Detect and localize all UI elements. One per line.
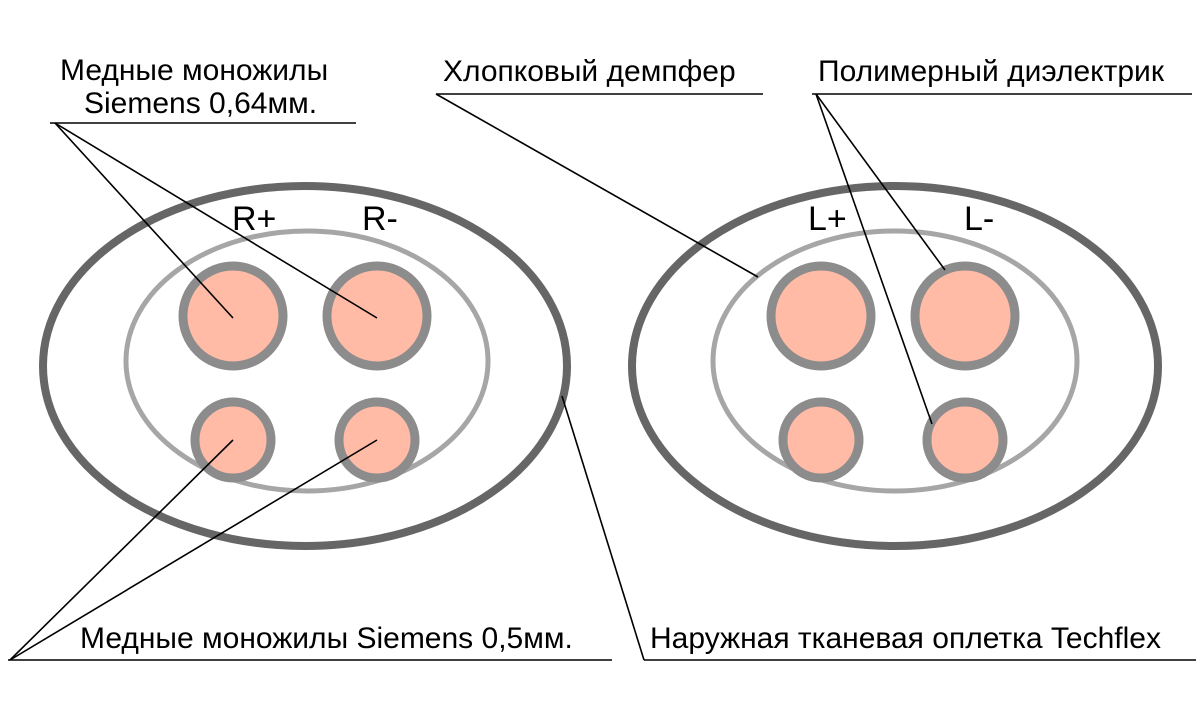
label-polymer-dielectric: Полимерный диэлектрик [818, 55, 1165, 88]
label-cotton-damper: Хлопковый демпфер [443, 55, 736, 88]
leader-line [815, 93, 946, 271]
label-copper-05: Медные моножилы Siemens 0,5мм. [80, 622, 573, 655]
leader-line [815, 93, 933, 425]
cable-left-channel: L+ L- [628, 182, 1162, 550]
callout-cotton-damper: Хлопковый демпфер [435, 55, 763, 278]
polarity-r-minus: R- [362, 200, 398, 238]
wire-l-plus-small [778, 397, 864, 483]
cable-right-channel: R+ R- [39, 182, 571, 550]
callout-outer-braid: Наружная тканевая оплетка Techflex [561, 395, 1196, 661]
leader-line [54, 122, 234, 319]
callout-copper-05: Медные моножилы Siemens 0,5мм. [8, 439, 612, 661]
leader-line [9, 439, 234, 661]
label-copper-064-line2: Siemens 0,64мм. [84, 87, 317, 120]
polarity-l-plus: L+ [808, 200, 847, 238]
cotton-damper-ring [123, 228, 491, 494]
wire-l-plus-large [766, 261, 876, 371]
callout-copper-064: Медные моножилы Siemens 0,64мм. [50, 54, 378, 319]
label-outer-braid: Наружная тканевая оплетка Techflex [650, 622, 1161, 655]
wire-l-minus-small [922, 397, 1008, 483]
leader-line [561, 395, 645, 661]
leader-line [435, 93, 759, 278]
outer-braid-ring [39, 182, 571, 550]
leader-line [9, 439, 378, 661]
callout-polymer-dielectric: Полимерный диэлектрик [812, 55, 1192, 425]
wire-r-minus-large [322, 261, 432, 371]
wire-l-minus-large [910, 261, 1020, 371]
outer-braid-ring [628, 182, 1162, 550]
polarity-l-minus: L- [964, 200, 994, 238]
leader-line [54, 122, 378, 319]
label-copper-064-line1: Медные моножилы [60, 54, 328, 87]
wire-r-plus-large [178, 261, 288, 371]
polarity-r-plus: R+ [232, 200, 276, 238]
cotton-damper-ring [710, 228, 1080, 494]
